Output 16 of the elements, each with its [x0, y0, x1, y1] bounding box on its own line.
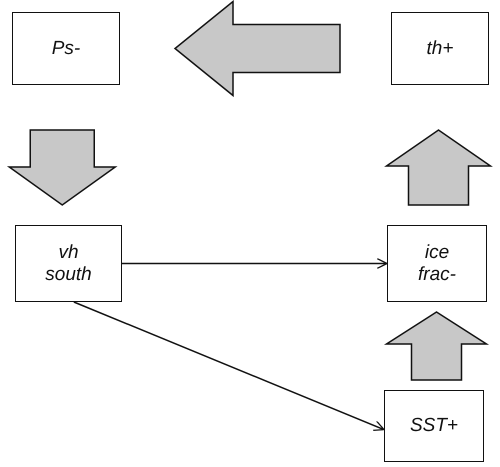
process-box [387, 225, 487, 302]
node-label: ice frac- [417, 242, 457, 286]
node-label: SST+ [410, 415, 458, 437]
arrow [122, 258, 388, 270]
block-arrow [384, 311, 490, 381]
process-box [15, 225, 122, 302]
block-arrow [384, 129, 493, 206]
block-arrow [6, 129, 118, 206]
process-box [384, 390, 484, 462]
node-label: Ps- [52, 38, 80, 60]
process-box [12, 12, 120, 85]
arrow [74, 301, 385, 432]
block-arrow [174, 0, 341, 98]
node-label: vh south [44, 242, 93, 286]
node-label: th+ [426, 38, 454, 60]
process-box [391, 12, 489, 85]
